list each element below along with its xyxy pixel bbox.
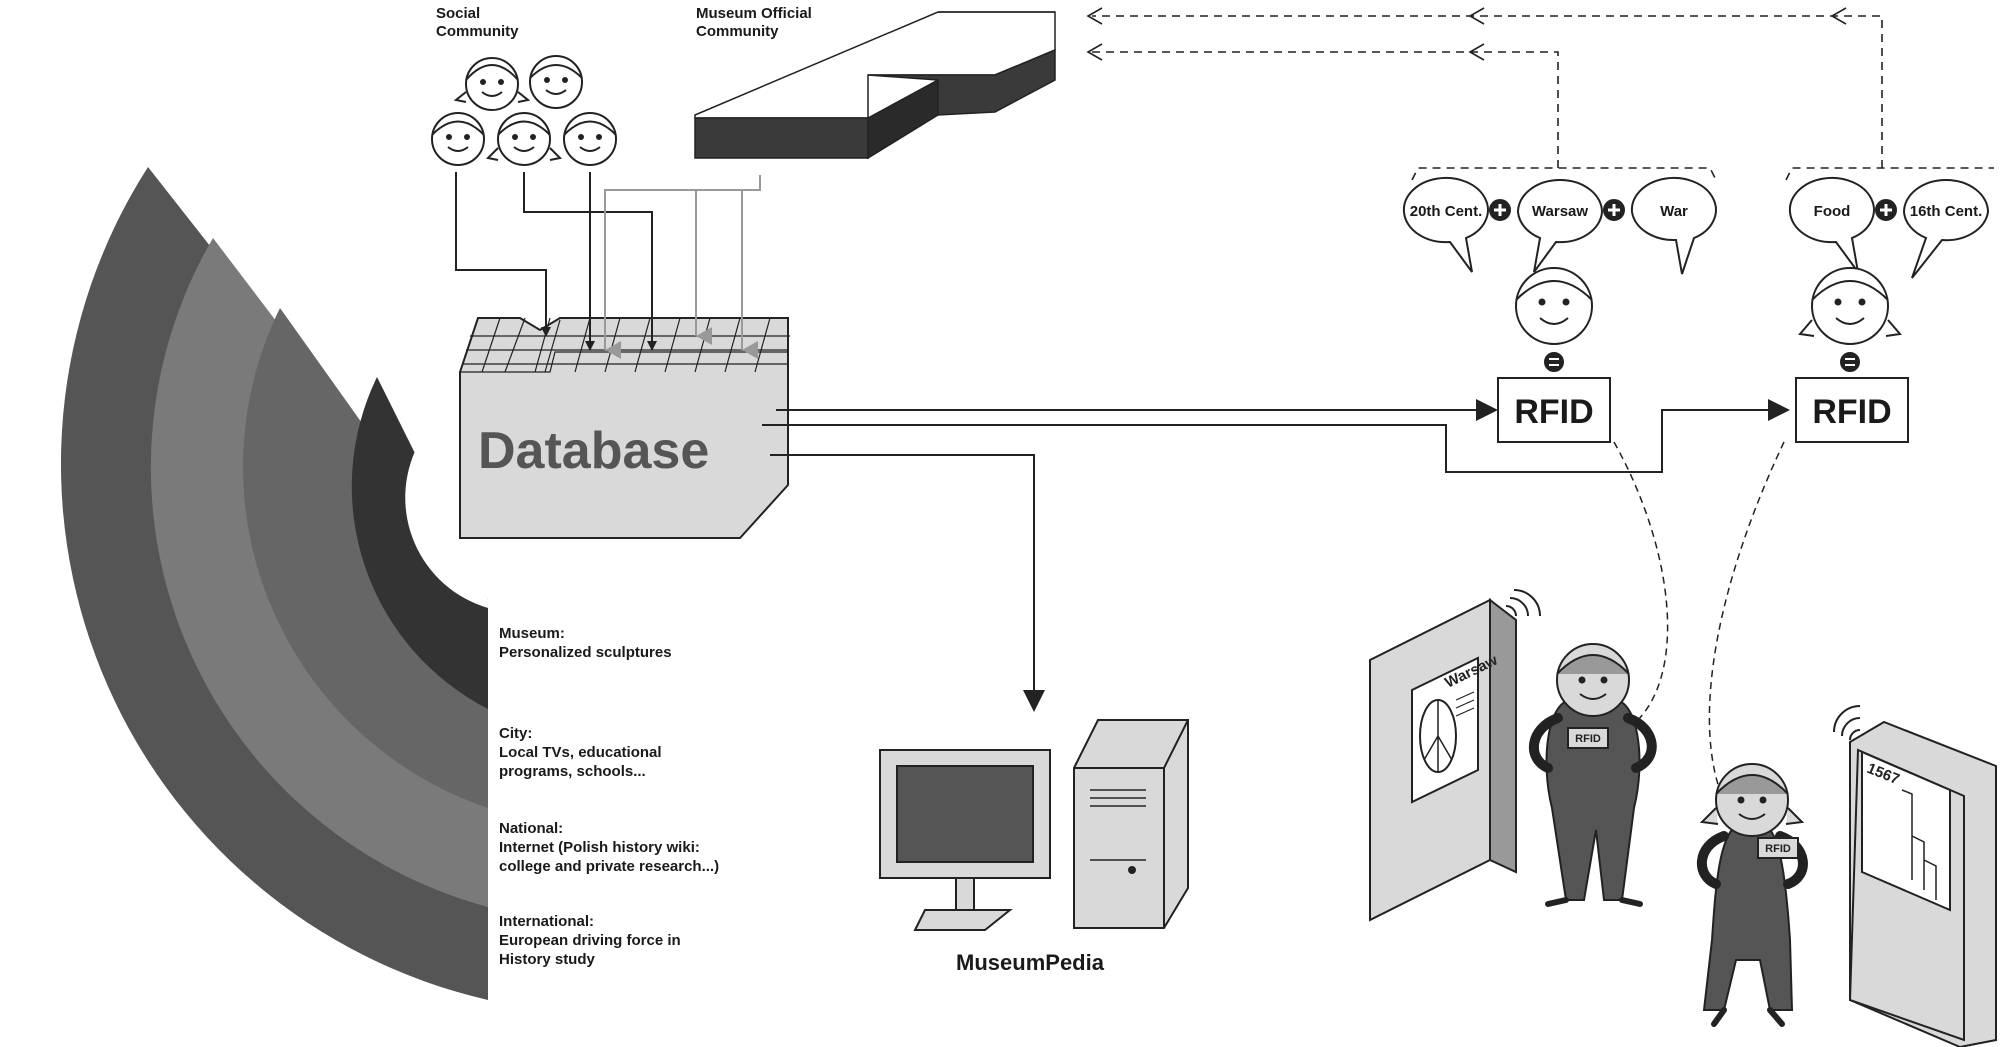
museum-community-label-2: Community: [696, 23, 779, 40]
exhibit-panel-1567: 1567: [1833, 705, 1997, 1047]
layer-national-line1: Internet (Polish history wiki:: [499, 839, 700, 856]
wifi-icon: [1505, 589, 1541, 617]
bubble-warsaw: Warsaw: [1532, 203, 1588, 220]
scope-rings: [60, 167, 489, 1000]
layer-city-line2: programs, schools...: [499, 763, 646, 780]
equals-icon: [1544, 352, 1564, 372]
layer-international-line1: European driving force in: [499, 932, 681, 949]
museum-community-slab: [694, 11, 1056, 160]
museum-community-label-1: Museum Official: [696, 5, 812, 22]
rfid-badge-links: [1613, 441, 1785, 849]
speech-bubble-icon: [1516, 179, 1604, 273]
face-boy-icon: [1515, 267, 1593, 345]
exhibit-panel-warsaw: Warsaw: [1369, 589, 1541, 922]
database-block: Database: [459, 317, 790, 539]
bubble-food: Food: [1814, 203, 1851, 220]
speech-bubble-icon: [1788, 176, 1875, 273]
layer-international-title: International:: [499, 913, 594, 930]
social-community-faces: [431, 55, 617, 166]
bubble-20th-cent: 20th Cent.: [1410, 203, 1483, 220]
social-community-label-1: Social: [436, 5, 480, 22]
layer-museum-line1: Personalized sculptures: [499, 644, 672, 661]
speech-bubble-icon: [1902, 179, 1990, 279]
rfid-box-right: RFID: [1795, 377, 1909, 443]
face-girl-icon: [485, 112, 563, 166]
face-boy-icon: [529, 55, 583, 109]
speech-bubble-icon: [1402, 176, 1489, 273]
layer-city-title: City:: [499, 725, 532, 742]
layer-labels: Museum: Personalized sculptures City: Lo…: [499, 625, 719, 968]
layer-national-title: National:: [499, 820, 563, 837]
community-to-database-arrows: [455, 172, 761, 359]
social-community-label-2: Community: [436, 23, 519, 40]
face-boy-icon: [563, 112, 617, 166]
database-label: Database: [478, 422, 709, 480]
rfid-left-label: RFID: [1514, 393, 1593, 431]
layer-national-line2: college and private research...): [499, 858, 719, 875]
wifi-icon: [1833, 705, 1861, 741]
museumpedia-label: MuseumPedia: [956, 950, 1105, 975]
equals-icon: [1840, 352, 1860, 372]
bubble-16th-cent: 16th Cent.: [1910, 203, 1983, 220]
visitor-figure-boy: RFID: [1528, 643, 1657, 907]
interest-bubbles-left: [1402, 176, 1717, 275]
face-boy-icon: [431, 112, 485, 166]
visitor-figure-girl: RFID: [1697, 763, 1808, 1027]
layer-international-line2: History study: [499, 951, 596, 968]
speech-bubble-icon: [1630, 176, 1717, 275]
layer-museum-title: Museum:: [499, 625, 565, 642]
badge-left-text: RFID: [1575, 733, 1601, 745]
ring-hole: [405, 445, 488, 608]
face-girl-icon: [1798, 267, 1902, 345]
rfid-right-label: RFID: [1812, 393, 1891, 431]
interest-bubbles-right: [1788, 176, 1990, 279]
bubble-war: War: [1660, 203, 1688, 220]
feedback-dashed-arrows: [1086, 7, 1994, 181]
badge-right-text: RFID: [1765, 843, 1791, 855]
rfid-box-left: RFID: [1497, 377, 1611, 443]
visitor-faces: [1515, 267, 1902, 372]
layer-city-line1: Local TVs, educational: [499, 744, 662, 761]
database-output-arrows: [762, 399, 1790, 712]
face-girl-icon: [453, 57, 531, 111]
computer-icon: [879, 719, 1189, 931]
